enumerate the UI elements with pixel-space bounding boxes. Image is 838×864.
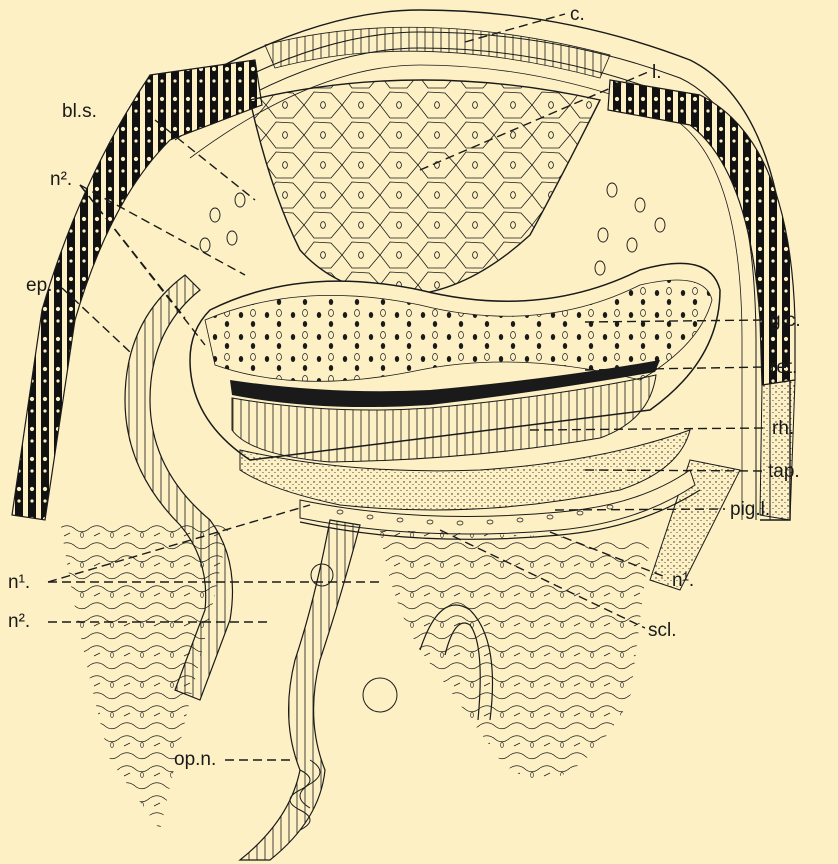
- label-ret: ret.: [770, 357, 797, 378]
- cornea-epithelial-cells: [265, 27, 610, 78]
- label-ep: ep.: [26, 275, 52, 296]
- label-n1-left: n¹.: [8, 572, 30, 593]
- label-g-c: g.c.: [770, 310, 801, 331]
- label-n1-right: n¹.: [672, 570, 694, 591]
- label-c: c.: [570, 4, 585, 25]
- connective-tissue-right: [380, 530, 650, 780]
- blood-cell-large: [363, 678, 397, 712]
- label-op-n: op.n.: [174, 749, 216, 770]
- label-n2-left: n².: [8, 611, 30, 632]
- label-scl: scl.: [648, 620, 677, 641]
- label-bl-s: bl.s.: [62, 101, 97, 122]
- epidermis-right-tail: [650, 460, 740, 590]
- label-rh: rh.: [772, 418, 794, 439]
- optic-nerve: [240, 520, 360, 860]
- label-n2-top: n².: [50, 169, 72, 190]
- label-l: l.: [652, 62, 662, 83]
- label-tap: tap.: [768, 461, 800, 482]
- label-pig-l: pig.l.: [730, 499, 770, 520]
- lens: [250, 80, 600, 295]
